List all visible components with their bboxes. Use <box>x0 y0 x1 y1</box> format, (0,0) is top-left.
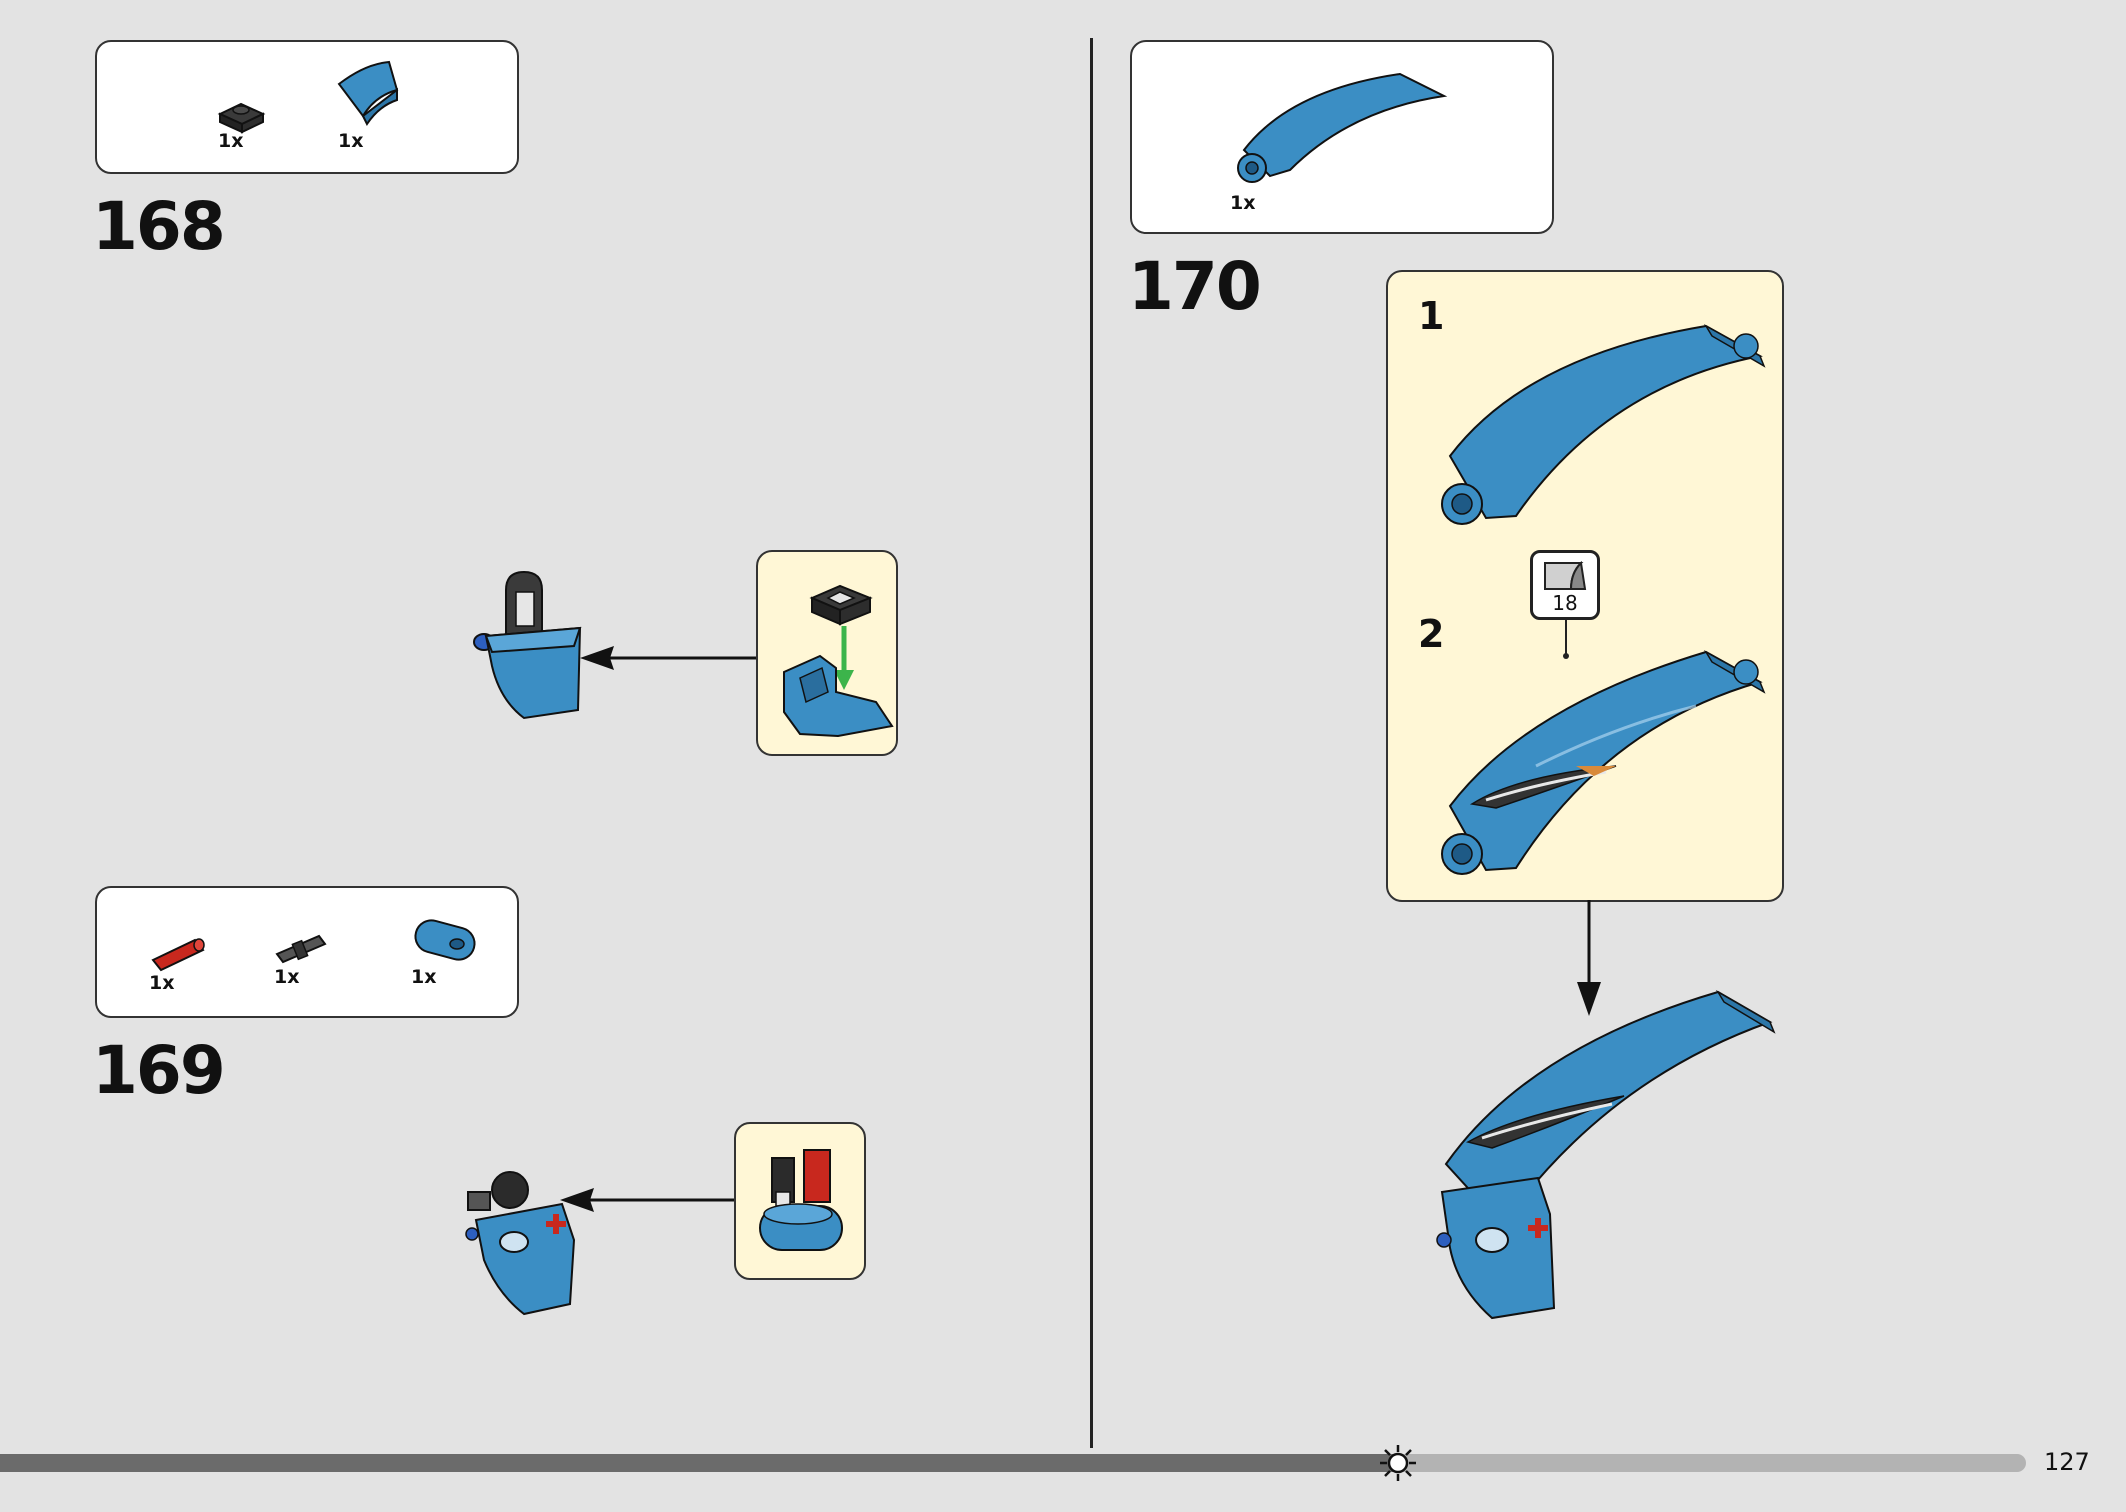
step-number-170: 170 <box>1128 248 1262 325</box>
part-qty: 1x <box>411 966 437 988</box>
sub-assembly-callout-170: 1 18 2 <box>1386 270 1784 902</box>
arrow-down-icon <box>834 626 854 690</box>
sticker-badge: 18 <box>1530 550 1600 620</box>
blue-beam-icon <box>414 919 476 961</box>
dark-pin-icon <box>275 934 327 964</box>
decorated-curved-panel-icon <box>1441 649 1766 875</box>
assembly-169-model <box>465 1171 576 1316</box>
sub-assembly-callout-168 <box>756 550 898 756</box>
step-number-168: 168 <box>92 188 226 265</box>
sticker-leader-line <box>1563 618 1569 659</box>
sticker-icon <box>1544 560 1587 590</box>
step-number-169: 169 <box>92 1032 226 1109</box>
substep-number: 2 <box>1418 612 1445 656</box>
page-number: 127 <box>2044 1448 2090 1476</box>
sticker-number: 18 <box>1552 591 1578 615</box>
part-qty: 1x <box>274 966 300 988</box>
blue-curved-panel-icon <box>1237 72 1448 183</box>
blue-curved-wedge-icon <box>337 60 399 126</box>
assembly-170-model <box>1436 989 1776 1320</box>
sub-assembly-callout-169 <box>734 1122 866 1280</box>
parts-list-168: 1x 1x <box>95 40 519 174</box>
part-qty: 1x <box>218 130 244 152</box>
part-qty: 1x <box>149 972 175 994</box>
dark-tile-1x1-icon <box>809 584 873 626</box>
blue-bracket-icon <box>783 654 894 738</box>
progress-marker-icon <box>1380 1445 1416 1481</box>
red-axle-icon <box>151 938 205 972</box>
pointer-arrow <box>580 646 756 670</box>
parts-list-170: 1x <box>1130 40 1554 234</box>
substep-number: 1 <box>1418 294 1445 338</box>
progress-fill <box>0 1454 1398 1472</box>
page-divider <box>1090 38 1093 1448</box>
dark-tile-1x1-icon <box>217 102 266 134</box>
pins-in-beam-icon <box>759 1149 843 1251</box>
pointer-arrow-down <box>1577 900 1601 1016</box>
part-qty: 1x <box>338 130 364 152</box>
blue-curved-panel-icon <box>1441 323 1766 525</box>
assembly-168-model <box>473 570 582 720</box>
parts-list-169: 1x 1x 1x <box>95 886 519 1018</box>
pointer-arrow <box>560 1188 736 1212</box>
part-qty: 1x <box>1230 192 1256 214</box>
